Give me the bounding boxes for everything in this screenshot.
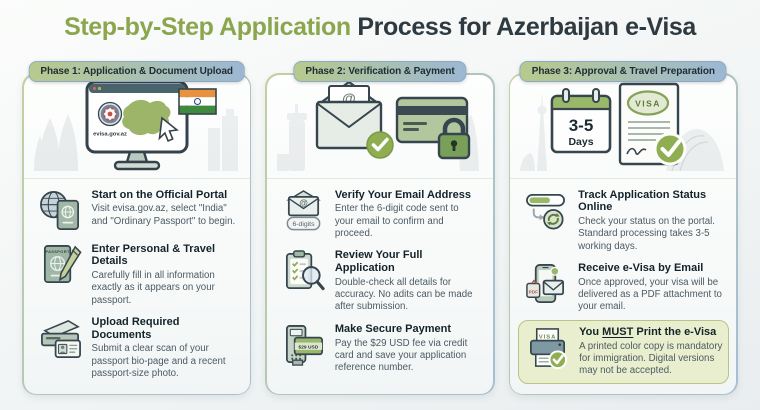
svg-text:PDF: PDF — [529, 289, 539, 294]
phase-3-steps: Track Application Status Online Check yo… — [510, 179, 736, 390]
step-item: Track Application Status Online Check yo… — [522, 188, 725, 255]
tv-tower-silhouette — [520, 92, 548, 171]
passport-pen-icon: PASSPORT — [38, 243, 83, 288]
progress-refresh-icon — [524, 189, 569, 234]
india-flag-icon — [177, 88, 217, 115]
svg-text:@: @ — [299, 198, 308, 208]
step-title: Receive e-Visa by Email — [578, 262, 704, 274]
phase-3-header-pill: Phase 3: Approval & Travel Preparation — [519, 61, 727, 82]
phase-3-illustration: 3-5 Days VISA — [510, 75, 737, 179]
step-title: Track Application Status Online — [578, 188, 707, 214]
phase-1-card: Phase 1: Application & Document Upload — [22, 61, 252, 395]
scanner-icon — [38, 316, 83, 361]
calendar-icon: 3-5 Days — [551, 88, 612, 154]
step-desc: Visit evisa.gov.az, select "India" and "… — [91, 203, 236, 227]
phase-3-card-body: 3-5 Days VISA — [510, 74, 737, 394]
phase-2-card-body: @ — [266, 74, 494, 394]
printer-visa-icon: VISA — [525, 326, 570, 371]
svg-text:3-5: 3-5 — [569, 116, 594, 135]
step-item: Upload Required Documents Submit a clear… — [36, 315, 239, 382]
step-desc: Enter the 6-digit code sent to your emai… — [334, 203, 459, 239]
email-payment-illustration: @ — [276, 80, 479, 171]
azerbaijan-emblem-icon — [97, 101, 122, 127]
maiden-tower-silhouette — [276, 104, 307, 171]
payment-terminal-icon: $29 USD — [281, 323, 326, 368]
email-envelope-icon: @ — [315, 80, 394, 159]
step-title: Start on the Official Portal — [91, 188, 228, 201]
approval-illustration: 3-5 Days VISA — [520, 82, 725, 172]
step-item: Start on the Official Portal Visit evisa… — [36, 188, 239, 235]
monitor-stand — [125, 150, 149, 164]
svg-text:VISA: VISA — [539, 335, 557, 341]
credit-card-lock-icon — [395, 96, 471, 160]
svg-text:PASSPORT: PASSPORT — [45, 248, 70, 253]
page-title: Step-by-Step Application Process for Aze… — [0, 13, 760, 42]
step-item: $29 USD Make Secure Payment Pay the $29 … — [279, 322, 482, 376]
phase-2-card: Phase 2: Verification & Payment @ — [265, 61, 495, 395]
phase-1-header-pill: Phase 1: Application & Document Upload — [28, 61, 245, 82]
page-title-rest: Process for Azerbaijan e-Visa — [357, 13, 696, 41]
step-item: Review Your Full Application Double-chec… — [279, 248, 482, 315]
step-title: You MUST Print the e-Visa — [579, 325, 717, 338]
step-text: Enter Personal & Travel Details Carefull… — [92, 243, 237, 308]
step-desc: A printed color copy is mandatory for im… — [579, 340, 723, 377]
phases-row: Phase 1: Application & Document Upload — [0, 61, 760, 395]
phase-2-header-pill: Phase 2: Verification & Payment — [293, 61, 467, 82]
cursor-icon — [158, 116, 179, 143]
globe-passport-icon — [38, 189, 83, 234]
step-desc: Once approved, your visa will be deliver… — [578, 276, 722, 313]
portal-monitor-illustration: evisa.gov.az — [33, 80, 238, 171]
phase-1-card-body: evisa.gov.az — [23, 74, 250, 394]
azerbaijan-map-shape — [121, 99, 171, 136]
svg-text:Days: Days — [569, 136, 594, 148]
phase-1-steps: Start on the Official Portal Visit evisa… — [24, 179, 250, 388]
step-text: Upload Required Documents Submit a clear… — [92, 316, 237, 381]
phase-2-steps: @ 6-digits Verify Your Email Address Ent… — [267, 179, 493, 382]
step-title: Enter Personal & Travel Details — [91, 242, 216, 268]
step-desc: Submit a clear scan of your passport bio… — [91, 343, 226, 380]
step-item: PASSPORT Enter Personal & Travel Details… — [36, 242, 239, 309]
step-text: Review Your Full Application Double-chec… — [335, 249, 480, 314]
step-desc: Carefully fill in all information exactl… — [91, 269, 215, 306]
step-desc: Double-check all details for accuracy. N… — [334, 276, 473, 313]
flame-towers-silhouette — [33, 114, 78, 171]
svg-text:6-digits: 6-digits — [292, 221, 315, 228]
phase-1-illustration: evisa.gov.az — [23, 75, 250, 179]
review-magnifier-icon — [281, 249, 326, 294]
visa-document-icon: VISA — [619, 82, 687, 166]
step-text: Track Application Status Online Check yo… — [578, 189, 723, 254]
step-title: Upload Required Documents — [91, 316, 180, 341]
must-emphasis: MUST — [602, 325, 634, 338]
step-title: Review Your Full Application — [334, 249, 423, 274]
phone-pdf-email-icon: PDF — [524, 262, 569, 307]
step-item-highlighted: VISA You MUST Print the e-Visa A pri — [518, 319, 730, 384]
step-item: PDF Receive e-Visa by Email Once approve… — [522, 261, 725, 315]
email-code-icon: @ 6-digits — [281, 189, 326, 234]
svg-text:$29 USD: $29 USD — [298, 344, 318, 350]
check-circle-icon — [548, 350, 568, 369]
step-desc: Check your status on the portal. Standar… — [578, 215, 715, 252]
step-text: Receive e-Visa by Email Once approved, y… — [578, 262, 723, 314]
step-text: Verify Your Email Address Enter the 6-di… — [335, 189, 480, 241]
site-url-label: evisa.gov.az — [93, 132, 127, 138]
step-title: Verify Your Email Address — [334, 188, 471, 201]
svg-text:VISA: VISA — [635, 99, 661, 109]
city-buildings-silhouette — [207, 109, 238, 171]
step-item: @ 6-digits Verify Your Email Address Ent… — [279, 188, 482, 242]
page-title-highlight: Step-by-Step Application — [64, 13, 358, 41]
browser-bar — [88, 84, 185, 93]
step-desc: Pay the $29 USD fee via credit card and … — [334, 337, 468, 374]
phase-2-illustration: @ — [266, 75, 494, 179]
step-title: Make Secure Payment — [334, 322, 451, 335]
phase-3-card: Phase 3: Approval & Travel Preparation — [508, 61, 738, 395]
step-text: Start on the Official Portal Visit evisa… — [92, 189, 237, 228]
check-circle-icon — [653, 132, 687, 166]
step-text: Make Secure Payment Pay the $29 USD fee … — [335, 323, 480, 375]
step-text: You MUST Print the e-Visa A printed colo… — [579, 326, 722, 378]
